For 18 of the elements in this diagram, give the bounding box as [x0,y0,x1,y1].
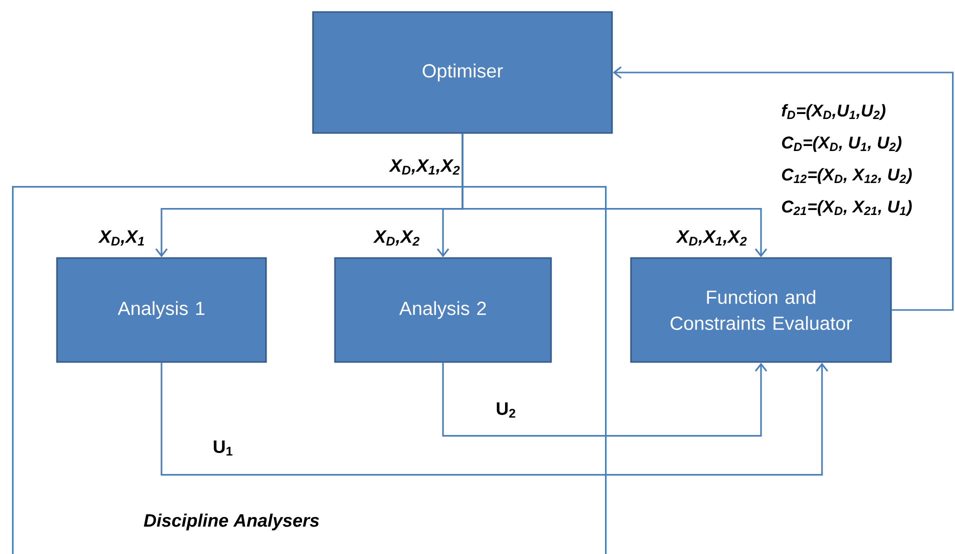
process-box: Optimiser [312,11,613,134]
process-box: Analysis 1 [56,257,267,363]
edge-label: U$_{1}$ [214,440,232,456]
formula-text: C$_{D}$=(X$_{D}$, U$_{1}$, U$_{2}$) [782,136,902,152]
edge-label: X$_{D}$,X$_{2}$ [373,230,420,246]
process-box: Analysis 2 [334,257,552,363]
arrow [160,362,828,476]
formula-text: C$_{21}$=(X$_{D}$, X$_{21}$, U$_{1}$) [782,200,912,216]
edge-label: X$_{D}$,X$_{1}$ [98,230,144,246]
arrow [442,362,768,437]
edge-label: X$_{D}$,X$_{1}$,X$_{2}$ [676,230,747,246]
process-box: Function and Constraints Evaluator [630,257,892,363]
edge-label: U$_{2}$ [496,402,516,418]
arrow [462,134,768,258]
formula-text: f$_{D}$=(X$_{D}$,U$_{1}$,U$_{2}$) [782,104,886,120]
arrow [612,66,954,311]
formula-text: C$_{12}$=(X$_{D}$, X$_{12}$, U$_{2}$) [782,168,912,184]
signal-label: X$_{D}$,X$_{1}$,X$_{2}$ [388,159,460,175]
